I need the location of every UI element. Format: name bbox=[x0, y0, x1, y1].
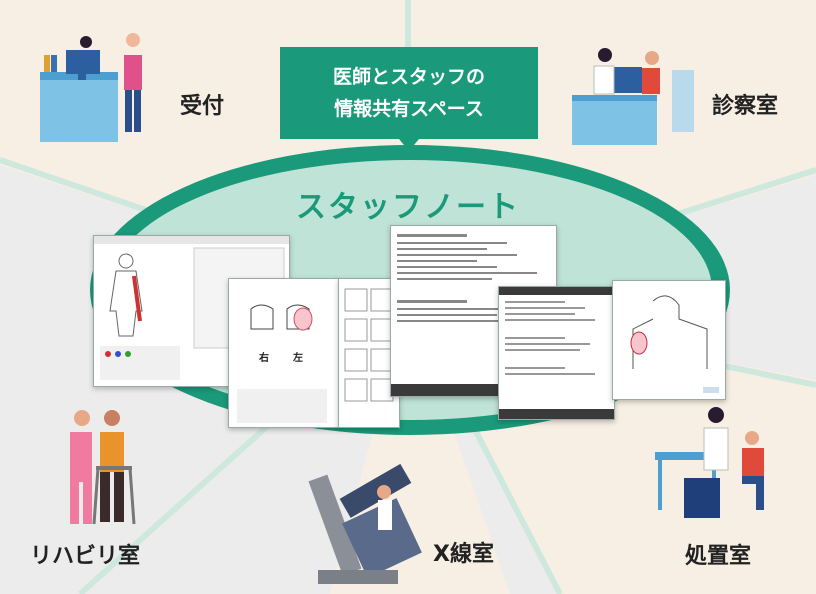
xray-illustration bbox=[308, 463, 422, 584]
staff-note-title: スタッフノート bbox=[296, 190, 520, 225]
knee-sketch bbox=[237, 304, 327, 423]
callout-pointer bbox=[399, 139, 419, 151]
reception-illustration bbox=[40, 33, 142, 142]
info-space-callout: 医師とスタッフの 情報共有スペース bbox=[280, 47, 538, 139]
callout-line1: 医師とスタッフの bbox=[332, 66, 485, 88]
knee-label-left: 左 bbox=[293, 353, 303, 364]
screenshot-stamp-panel bbox=[338, 278, 400, 428]
treatment-illustration bbox=[655, 407, 764, 518]
knee-label-right: 右 bbox=[259, 353, 269, 364]
exam-illustration bbox=[572, 48, 694, 145]
room-label-rehab: リハビリ室 bbox=[30, 544, 141, 569]
callout-line2: 情報共有スペース bbox=[334, 98, 484, 120]
rehab-illustration bbox=[70, 410, 136, 525]
screenshot-shoulder-sketch bbox=[612, 280, 726, 400]
room-label-reception: 受付 bbox=[180, 94, 225, 119]
room-label-exam: 診察室 bbox=[712, 94, 779, 119]
room-label-xray: X線室 bbox=[433, 542, 494, 567]
room-label-treatment: 処置室 bbox=[685, 544, 752, 569]
screenshot-record-list bbox=[498, 286, 615, 420]
screenshot-knee-sketch: 右 左 bbox=[228, 278, 340, 428]
shoulder-sketch bbox=[630, 295, 719, 393]
